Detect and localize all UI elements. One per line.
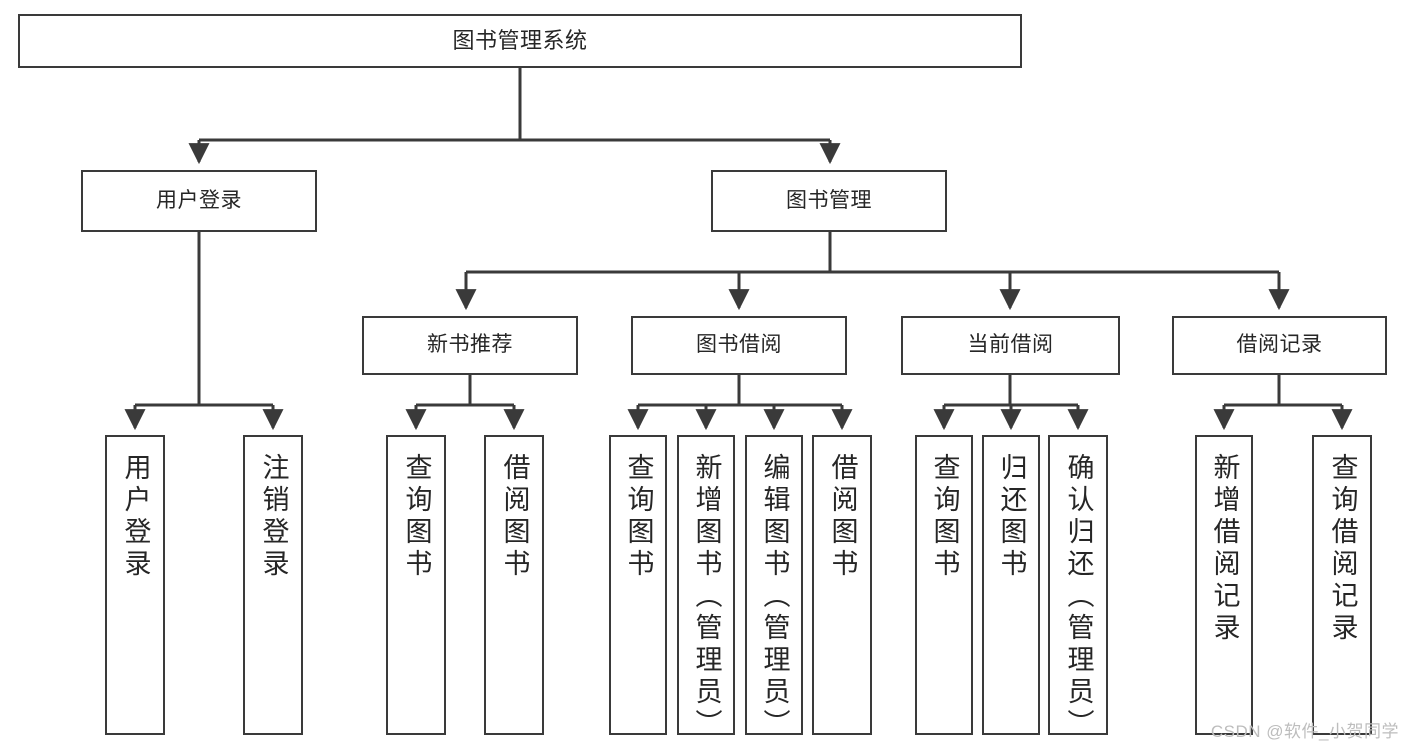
leaf-query-borrow-record-label: 查询借阅记录 <box>1327 453 1358 645</box>
leaf-borrow-book-newbook[interactable]: 借阅图书 <box>484 435 544 735</box>
node-current-borrow[interactable]: 当前借阅 <box>901 316 1120 375</box>
node-current-borrow-label: 当前借阅 <box>967 333 1054 357</box>
leaf-return-book-label: 归还图书 <box>996 453 1027 581</box>
node-root-label: 图书管理系统 <box>452 28 588 54</box>
node-new-book-recommend-label: 新书推荐 <box>427 333 513 357</box>
leaf-query-book-current-label: 查询图书 <box>929 453 960 581</box>
node-user-login-label: 用户登录 <box>156 188 242 212</box>
leaf-query-book-newbook[interactable]: 查询图书 <box>386 435 446 735</box>
node-book-management-label: 图书管理 <box>786 188 872 212</box>
node-book-borrow[interactable]: 图书借阅 <box>631 316 847 375</box>
leaf-user-login[interactable]: 用户登录 <box>105 435 165 735</box>
leaf-edit-book-admin-label: 编辑图书（管理员） <box>759 453 790 741</box>
leaf-add-borrow-record[interactable]: 新增借阅记录 <box>1195 435 1253 735</box>
leaf-lend-book[interactable]: 借阅图书 <box>812 435 872 735</box>
leaf-add-book-admin[interactable]: 新增图书（管理员） <box>677 435 735 741</box>
watermark: CSDN @软件_小贺同学 <box>1210 722 1399 741</box>
node-root[interactable]: 图书管理系统 <box>18 14 1022 68</box>
node-borrow-record[interactable]: 借阅记录 <box>1172 316 1387 375</box>
leaf-query-book-newbook-label: 查询图书 <box>401 453 432 581</box>
leaf-borrow-book-newbook-label: 借阅图书 <box>499 453 530 581</box>
leaf-confirm-return-admin[interactable]: 确认归还（管理员） <box>1048 435 1108 741</box>
node-user-login[interactable]: 用户登录 <box>81 170 317 232</box>
leaf-query-book-borrow-label: 查询图书 <box>623 453 654 581</box>
leaf-confirm-return-admin-label: 确认归还（管理员） <box>1063 453 1094 741</box>
leaf-add-book-admin-label: 新增图书（管理员） <box>691 453 722 741</box>
leaf-edit-book-admin[interactable]: 编辑图书（管理员） <box>745 435 803 741</box>
leaf-logout-label: 注销登录 <box>258 453 289 581</box>
node-book-borrow-label: 图书借阅 <box>696 333 782 357</box>
leaf-logout[interactable]: 注销登录 <box>243 435 303 735</box>
leaf-query-borrow-record[interactable]: 查询借阅记录 <box>1312 435 1372 735</box>
leaf-query-book-current[interactable]: 查询图书 <box>915 435 973 735</box>
leaf-query-book-borrow[interactable]: 查询图书 <box>609 435 667 735</box>
leaf-lend-book-label: 借阅图书 <box>827 453 858 581</box>
leaf-add-borrow-record-label: 新增借阅记录 <box>1209 453 1240 645</box>
node-book-management[interactable]: 图书管理 <box>711 170 947 232</box>
node-new-book-recommend[interactable]: 新书推荐 <box>362 316 578 375</box>
node-borrow-record-label: 借阅记录 <box>1236 333 1323 357</box>
leaf-user-login-label: 用户登录 <box>120 453 151 581</box>
leaf-return-book[interactable]: 归还图书 <box>982 435 1040 735</box>
